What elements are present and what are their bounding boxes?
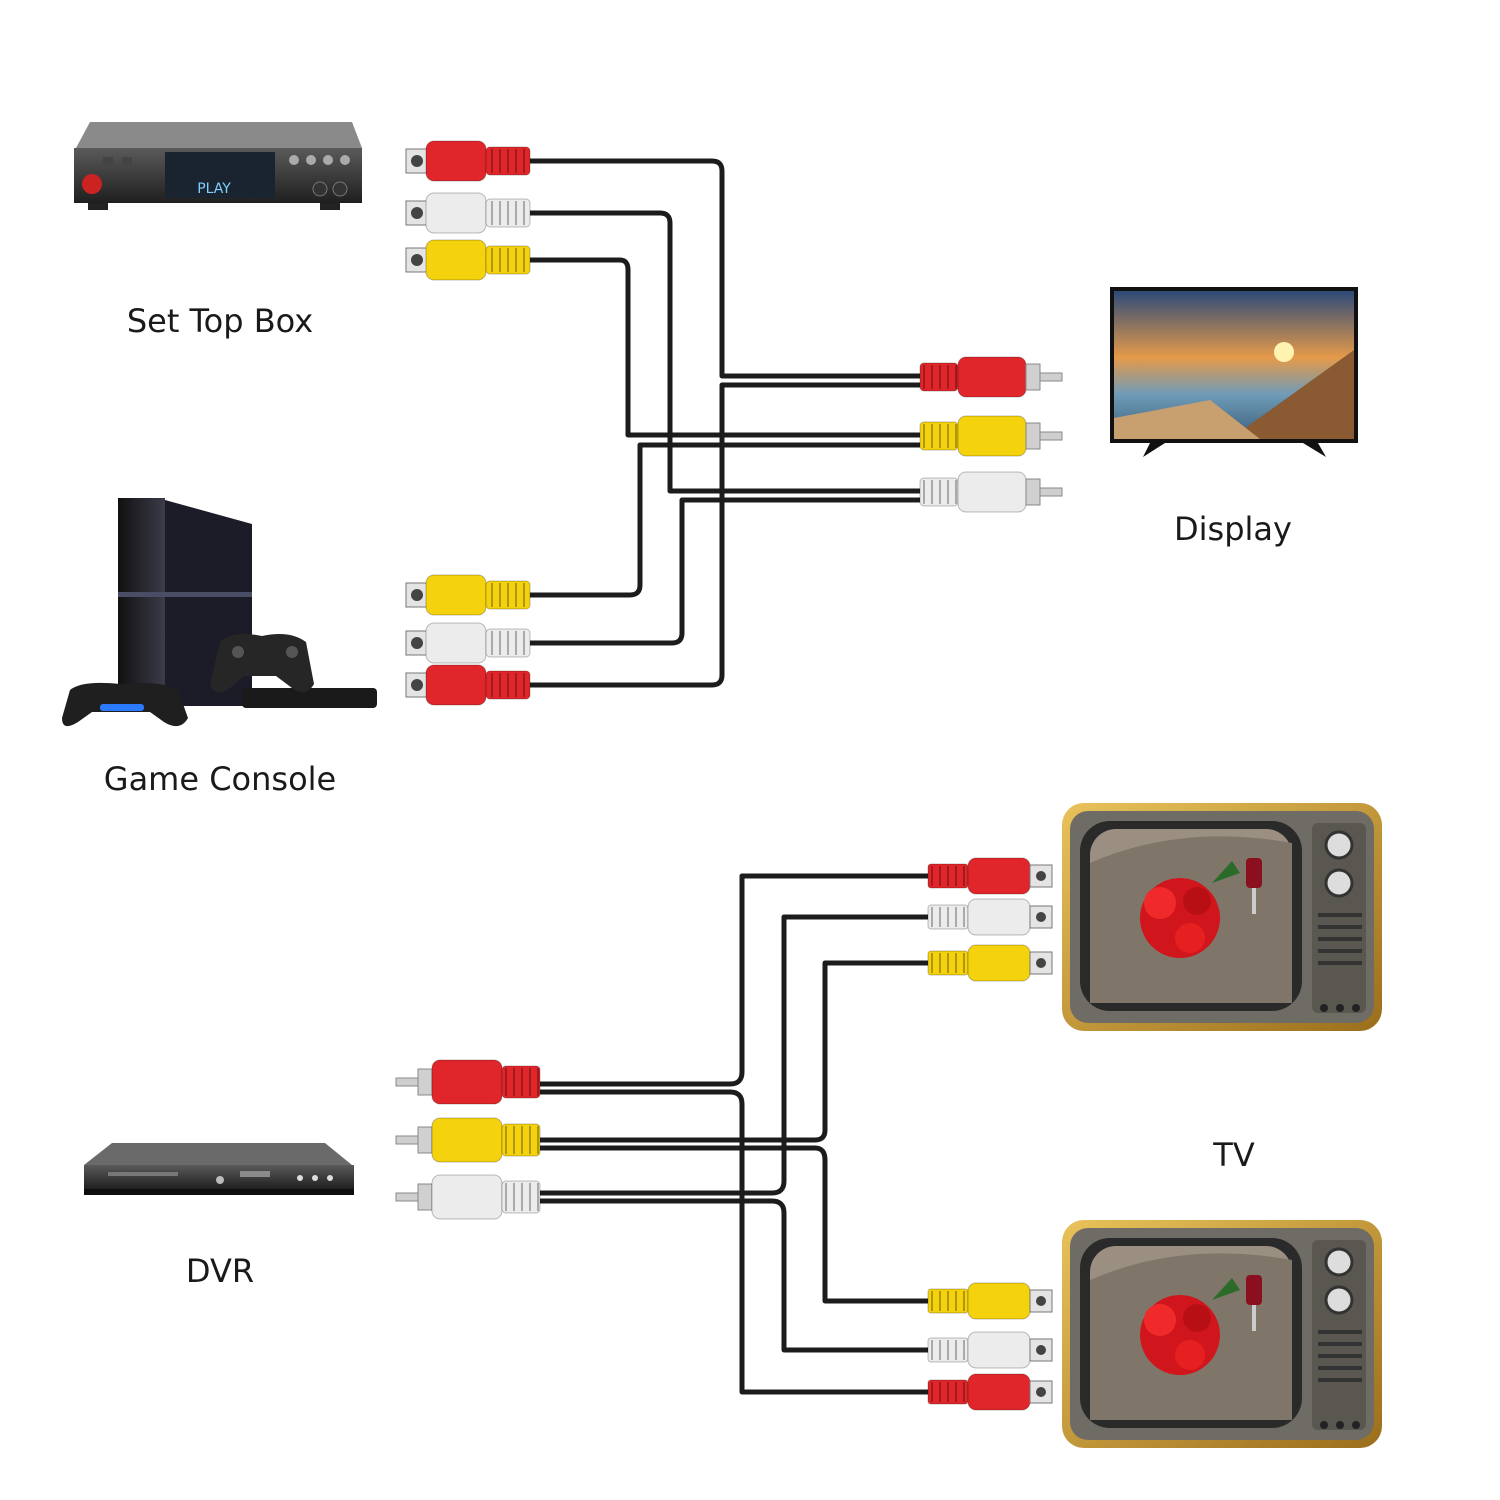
- cable-dvr-white-to-tv2: [540, 1198, 930, 1353]
- label-game-console: Game Console: [103, 760, 337, 798]
- cable-dvr-red-to-tv2: [540, 1089, 930, 1395]
- rca-jack-white: [405, 622, 531, 664]
- rca-plug-yellow: [395, 1117, 541, 1163]
- cable-console-white-to-display: [530, 497, 920, 646]
- rca-jack-white: [405, 192, 531, 234]
- cable-stb-red-to-display: [530, 158, 920, 379]
- label-dvr: DVR: [185, 1252, 255, 1290]
- cable-dvr-red-to-tv1: [540, 873, 930, 1087]
- cable-dvr-yellow-to-tv2: [540, 1145, 930, 1304]
- cable-dvr-yellow-to-tv1: [540, 960, 930, 1143]
- rca-plug-white: [919, 471, 1063, 513]
- rca-plug-yellow: [919, 415, 1063, 457]
- rca-plug-white: [395, 1174, 541, 1220]
- game-console-icon: [62, 498, 377, 727]
- rca-jack-yellow: [927, 944, 1053, 982]
- rca-jack-red: [927, 1373, 1053, 1411]
- retro-tv-icon: [1062, 803, 1382, 1031]
- label-tv: TV: [1213, 1136, 1255, 1174]
- rca-plugs: [395, 140, 1063, 1411]
- retro-tv-icon: [1062, 1220, 1382, 1448]
- rca-jack-red: [405, 140, 531, 182]
- label-set-top-box: Set Top Box: [126, 302, 314, 340]
- rca-jack-yellow: [405, 574, 531, 616]
- cable-stb-white-to-display: [530, 210, 920, 494]
- rca-jack-red: [927, 857, 1053, 895]
- rca-jack-red: [405, 664, 531, 706]
- cable-console-yellow-to-display: [530, 442, 920, 598]
- rca-jack-yellow: [927, 1282, 1053, 1320]
- display-icon: [1110, 287, 1358, 457]
- cable-stb-yellow-to-display: [530, 257, 920, 438]
- rca-plug-red: [919, 356, 1063, 398]
- rca-jack-yellow: [405, 239, 531, 281]
- set-top-box-icon: PLAY: [74, 122, 362, 210]
- cables: [530, 158, 930, 1395]
- dvr-icon: [84, 1143, 354, 1195]
- stb-display-text: PLAY: [197, 181, 231, 197]
- label-display: Display: [1174, 510, 1292, 548]
- cable-console-red-to-display: [530, 382, 920, 688]
- rca-jack-white: [927, 898, 1053, 936]
- rca-jack-white: [927, 1331, 1053, 1369]
- cable-dvr-white-to-tv1: [540, 914, 930, 1196]
- rca-plug-red: [395, 1059, 541, 1105]
